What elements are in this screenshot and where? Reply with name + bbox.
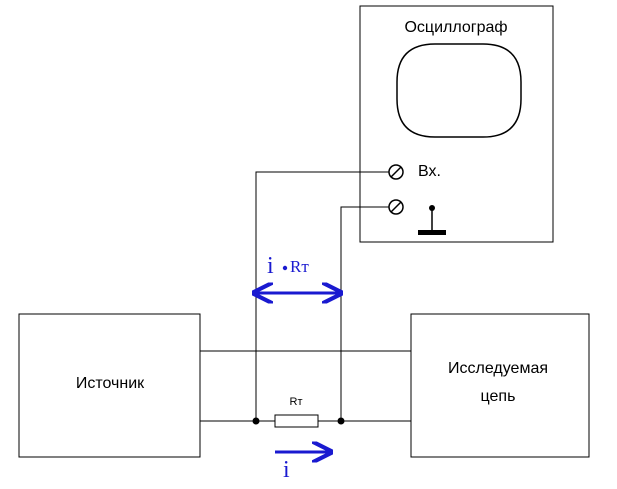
- circuit-label-line1: Исследуемая: [448, 360, 548, 377]
- circuit-label-line2: цепь: [481, 388, 516, 405]
- input-label: Вх.: [418, 163, 441, 180]
- oscilloscope-title: Осциллограф: [404, 19, 507, 36]
- voltage-dot: [282, 265, 288, 271]
- terminal-icon: [388, 164, 404, 180]
- oscilloscope-box: [359, 5, 554, 243]
- circuit-box: [410, 313, 590, 458]
- resistor-label: Rт: [290, 396, 303, 408]
- resistor-icon: [274, 414, 319, 428]
- voltage-r: Rт: [290, 257, 309, 276]
- ground-icon: [418, 205, 446, 235]
- junction-dot-icon: [252, 417, 260, 425]
- current-label: i: [283, 457, 290, 483]
- source-label: Источник: [76, 375, 145, 392]
- terminal-icon: [388, 199, 404, 215]
- voltage-i: i: [267, 253, 274, 279]
- probe-wire-1: [255, 171, 389, 421]
- oscilloscope-screen: [396, 43, 522, 138]
- source-box: [18, 313, 201, 458]
- junction-dot-icon: [337, 417, 345, 425]
- probe-wire-2: [340, 206, 389, 421]
